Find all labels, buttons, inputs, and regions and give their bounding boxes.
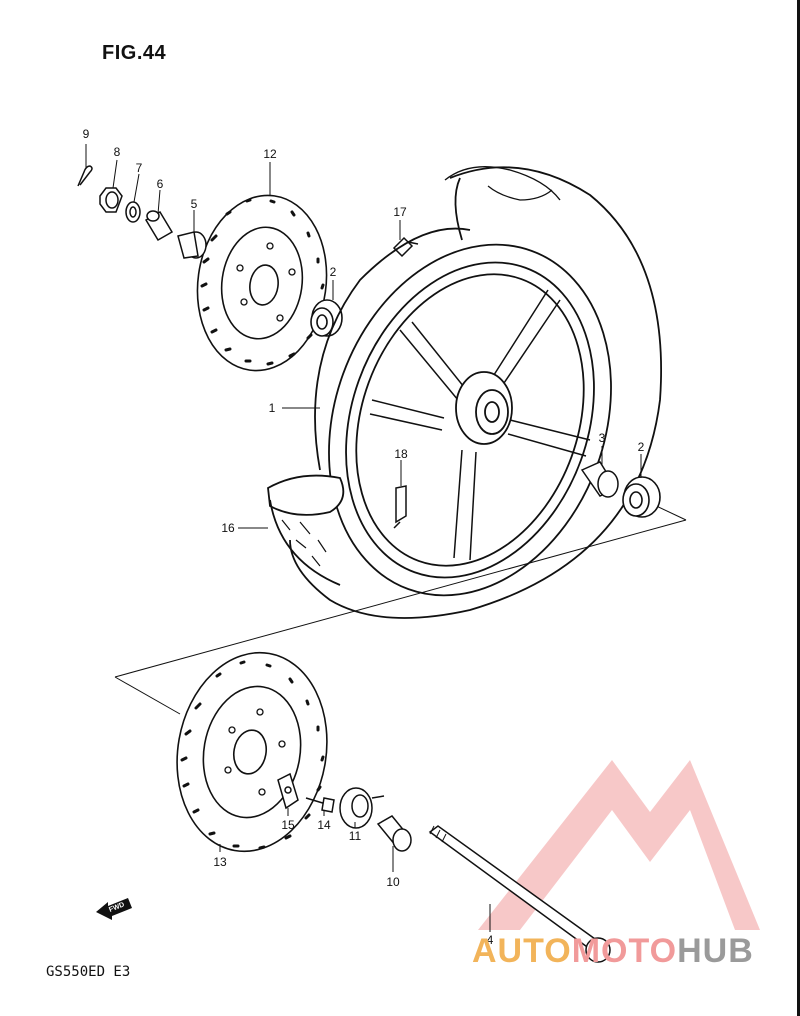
callout-4: 4	[487, 933, 494, 947]
callout-1: 1	[269, 401, 276, 415]
fwd-arrow-icon: FWD	[96, 898, 132, 920]
callout-18: 18	[394, 447, 408, 461]
washer	[125, 201, 141, 223]
watermark-part-hub: HUB	[677, 932, 754, 970]
spacer	[144, 210, 174, 242]
callout-labels: 9 8 7 6 5 12 17 2 1 18 3 2 16 15 14 11 1…	[83, 127, 645, 947]
callout-13: 13	[213, 855, 227, 869]
figure-title: FIG.44	[102, 42, 167, 64]
callout-11: 11	[349, 829, 362, 843]
brake-disc-lower	[176, 651, 328, 853]
spacer-lower	[376, 815, 412, 852]
valve-cap	[392, 236, 419, 258]
callout-17: 17	[393, 205, 407, 219]
watermark-text: AUTOMOTOHUB	[472, 932, 754, 971]
wheel-tire	[267, 165, 662, 619]
callout-3: 3	[599, 431, 606, 445]
callout-9: 9	[83, 127, 90, 141]
callout-8: 8	[114, 145, 121, 159]
lock-washer	[277, 772, 299, 810]
watermark-part-auto: AUTO	[472, 932, 572, 970]
callout-10: 10	[386, 875, 400, 889]
callout-5: 5	[191, 197, 198, 211]
tire-valve	[393, 485, 407, 529]
callout-14: 14	[317, 818, 331, 832]
axle-nut	[99, 187, 123, 213]
page-edge-divider	[797, 0, 800, 1016]
callout-15: 15	[281, 818, 295, 832]
callout-7: 7	[136, 161, 143, 175]
callout-12: 12	[263, 147, 277, 161]
model-code: GS550ED E3	[46, 964, 131, 980]
cotter-pin	[77, 165, 93, 187]
callout-2-right: 2	[638, 440, 645, 454]
watermark-part-moto: MOTO	[571, 932, 678, 970]
bush	[177, 231, 207, 259]
bearing-right	[622, 476, 661, 518]
bolt	[305, 797, 335, 813]
speedometer-gearbox	[339, 787, 385, 829]
callout-2-upper: 2	[330, 265, 337, 279]
spacer-right	[580, 461, 619, 498]
front-axle	[428, 825, 611, 963]
triangle-m-logo	[478, 760, 760, 930]
callout-16: 16	[221, 521, 235, 535]
bearing-upper	[310, 299, 343, 337]
callout-6: 6	[157, 177, 164, 191]
leader-lines	[85, 144, 642, 932]
brake-disc-upper	[196, 194, 328, 372]
